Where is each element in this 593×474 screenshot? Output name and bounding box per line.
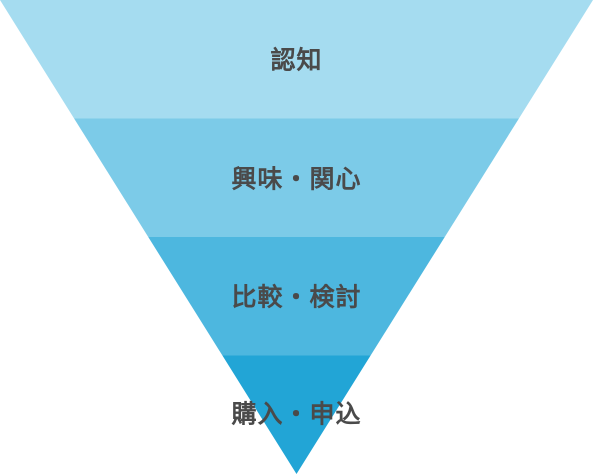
funnel-band-interest — [74, 118, 519, 237]
funnel-stage-purchase: 購入・申込 — [222, 355, 371, 474]
stage-label-consideration: 比較・検討 — [231, 283, 361, 312]
funnel-band-purchase — [222, 355, 371, 474]
funnel-band-awareness — [0, 0, 593, 119]
stage-label-interest: 興味・関心 — [231, 165, 361, 194]
stage-label-awareness: 認知 — [270, 46, 322, 75]
stage-label-purchase: 購入・申込 — [231, 400, 361, 429]
funnel-stage-consideration: 比較・検討 — [148, 237, 445, 356]
funnel-stage-awareness: 認知 — [0, 0, 593, 119]
funnel-band-consideration — [148, 237, 445, 356]
funnel-stage-interest: 興味・関心 — [74, 118, 519, 237]
